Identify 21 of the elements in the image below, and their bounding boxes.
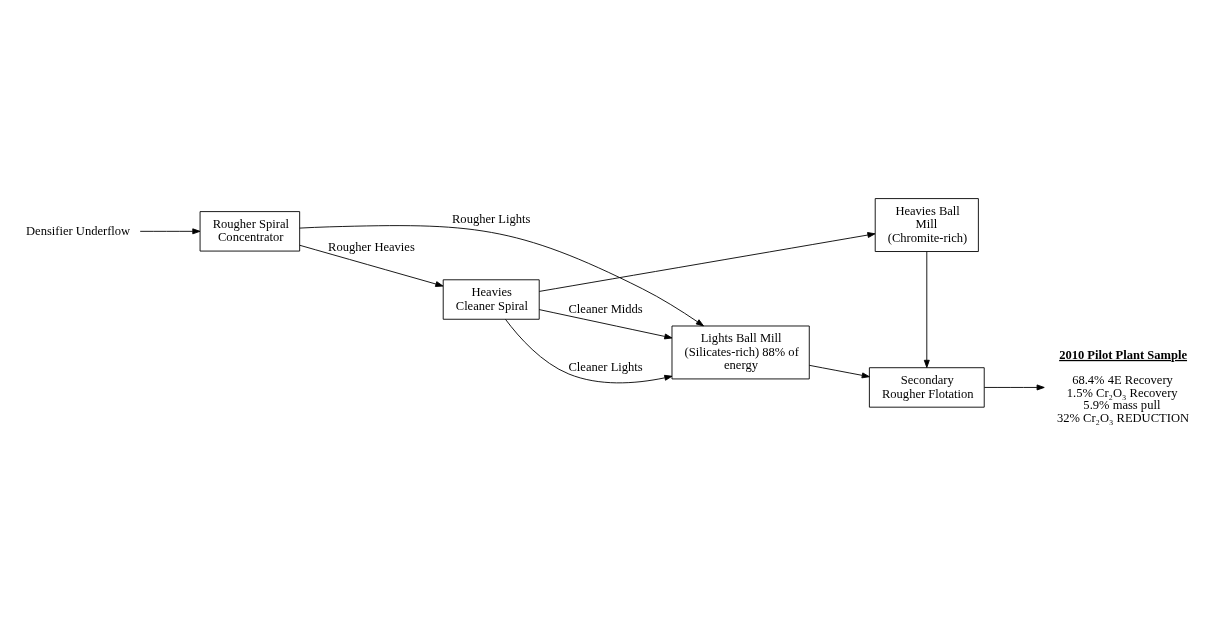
node-text: Densifier Underflow: [26, 223, 131, 238]
arrow: [923, 251, 930, 368]
arrow: [538, 309, 673, 340]
arrow: [808, 364, 870, 379]
node-box: Secondary Rougher Flotation: [868, 367, 985, 408]
node-box: Lights Ball Mill (Silicates-rich) 88% of energy: [671, 325, 810, 380]
arrow: [299, 244, 444, 287]
node-label: 68.4% 4E Recovery: [1072, 373, 1173, 388]
edge-label: Rougher Lights: [452, 212, 531, 227]
arrow: [505, 318, 673, 384]
node-box: Rougher Spiral Concentrator: [199, 211, 301, 252]
arrow: [299, 225, 704, 327]
arrow: [983, 384, 1045, 391]
node-box: Heavies Ball Mill (Chromite-rich): [874, 198, 979, 252]
edge-label: Rougher Heavies: [328, 240, 415, 255]
arrow: [538, 232, 876, 292]
node-box: Heavies Cleaner Spiral: [442, 279, 540, 320]
arrow: [139, 228, 201, 235]
edge-label: Cleaner Lights: [568, 359, 643, 374]
node-text: 2010 Pilot Plant Sample: [1059, 347, 1188, 362]
edge-label: Cleaner Midds: [568, 302, 643, 317]
